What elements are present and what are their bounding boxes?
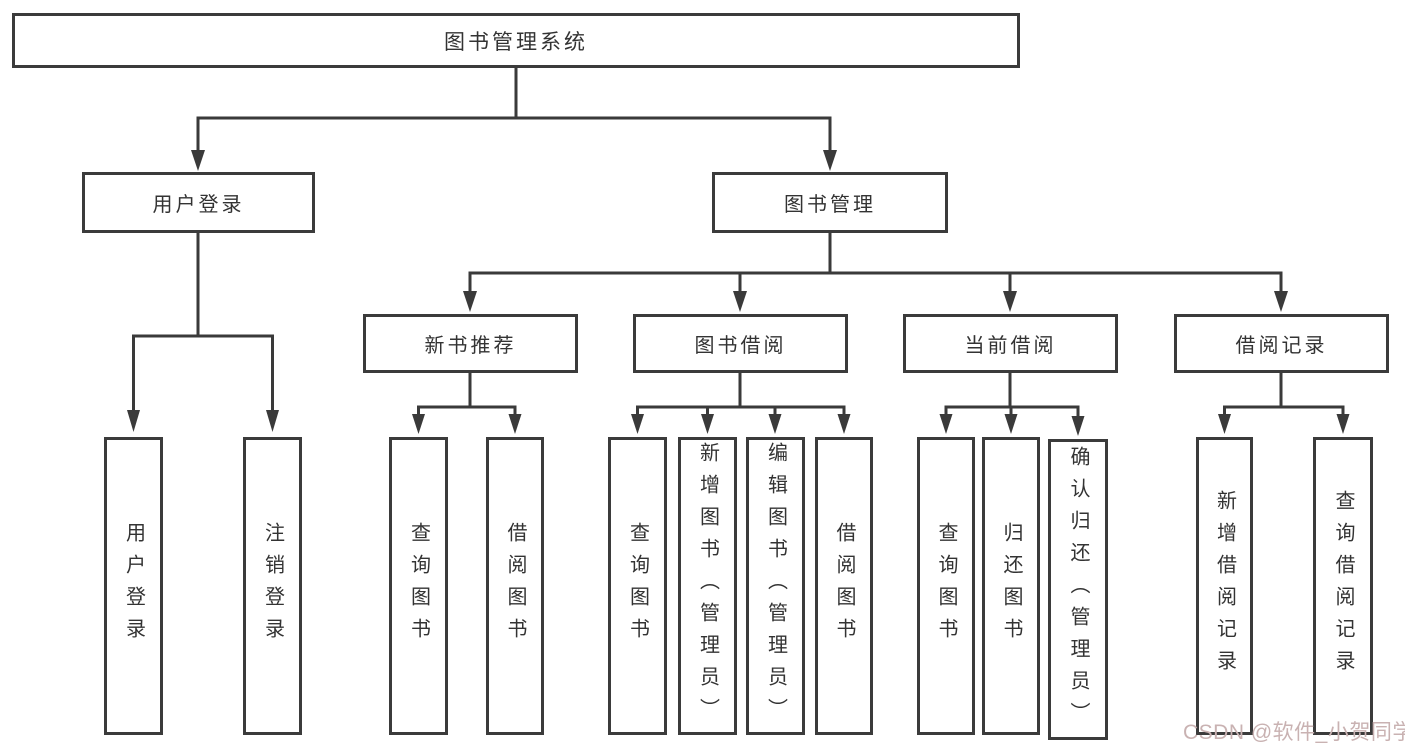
- node-borrow-record: 借阅记录: [1174, 314, 1389, 373]
- leaf-logout-label: 注销登录: [261, 522, 284, 650]
- leaf-borrow-add-books-admin: 新增图书（管理员）: [678, 437, 737, 735]
- node-user-login-group: 用户登录: [82, 172, 315, 233]
- node-book-borrow: 图书借阅: [633, 314, 848, 373]
- leaf-record-add-label: 新增借阅记录: [1213, 490, 1236, 682]
- connector-login-split: [127, 231, 279, 432]
- leaf-borrow-edit-books-admin: 编辑图书（管理员）: [746, 437, 805, 735]
- leaf-record-query: 查询借阅记录: [1313, 437, 1373, 735]
- leaf-current-confirm-return-admin-label: 确认归还（管理员）: [1067, 445, 1089, 734]
- leaf-logout: 注销登录: [243, 437, 302, 735]
- node-book-management-label: 图书管理: [784, 194, 876, 216]
- node-root-system: 图书管理系统: [12, 13, 1020, 68]
- leaf-borrow-borrow-books: 借阅图书: [815, 437, 873, 735]
- leaf-current-query-books: 查询图书: [917, 437, 975, 735]
- leaf-borrow-query-books: 查询图书: [608, 437, 667, 735]
- leaf-user-login-label: 用户登录: [122, 522, 145, 650]
- leaf-recommend-borrow-books-label: 借阅图书: [504, 522, 526, 650]
- node-root-system-label: 图书管理系统: [444, 30, 588, 54]
- leaf-recommend-query-books-label: 查询图书: [407, 522, 430, 650]
- leaf-user-login: 用户登录: [104, 437, 163, 735]
- node-current-borrow: 当前借阅: [903, 314, 1118, 373]
- leaf-recommend-borrow-books: 借阅图书: [486, 437, 544, 735]
- node-user-login-group-label: 用户登录: [152, 194, 245, 216]
- node-borrow-record-label: 借阅记录: [1235, 335, 1328, 357]
- leaf-recommend-query-books: 查询图书: [389, 437, 448, 735]
- connector-root-split: [191, 66, 837, 171]
- leaf-current-return-books-label: 归还图书: [1000, 522, 1022, 650]
- leaf-record-query-label: 查询借阅记录: [1332, 490, 1354, 682]
- connector-recommend-split: [412, 371, 522, 434]
- leaf-record-add: 新增借阅记录: [1196, 437, 1253, 735]
- node-new-book-recommend: 新书推荐: [363, 314, 578, 373]
- node-book-borrow-label: 图书借阅: [694, 335, 787, 357]
- leaf-borrow-add-books-admin-label: 新增图书（管理员）: [696, 442, 719, 730]
- leaf-current-query-books-label: 查询图书: [935, 522, 957, 650]
- node-book-management: 图书管理: [712, 172, 948, 233]
- connector-history-split: [1218, 371, 1350, 434]
- leaf-borrow-edit-books-admin-label: 编辑图书（管理员）: [764, 442, 787, 730]
- connector-management-split: [463, 231, 1288, 312]
- csdn-watermark: CSDN @软件_小贺同学: [1183, 721, 1405, 744]
- node-current-borrow-label: 当前借阅: [964, 335, 1057, 357]
- leaf-current-return-books: 归还图书: [982, 437, 1040, 735]
- leaf-current-confirm-return-admin: 确认归还（管理员）: [1048, 439, 1108, 740]
- node-new-book-recommend-label: 新书推荐: [424, 335, 517, 357]
- leaf-borrow-query-books-label: 查询图书: [626, 522, 649, 650]
- connector-current-split: [939, 371, 1085, 436]
- connector-borrow-split: [631, 371, 851, 434]
- leaf-borrow-borrow-books-label: 借阅图书: [833, 522, 855, 650]
